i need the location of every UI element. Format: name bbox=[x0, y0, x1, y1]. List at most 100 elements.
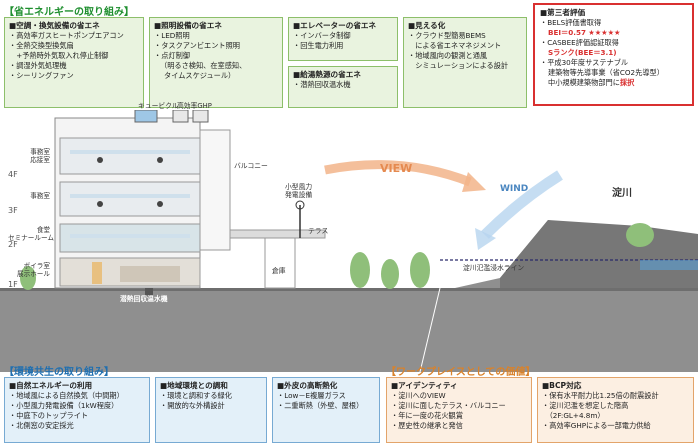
floor-1f-level: 1F bbox=[8, 280, 18, 289]
floor-3f bbox=[59, 181, 201, 217]
bcp-line: ・淀川氾濫を想定した階高 bbox=[542, 401, 629, 410]
identity-line: ・淀川に面したテラス・バルコニー bbox=[391, 401, 506, 410]
elevator-title: ■エレベーターの省エネ bbox=[293, 21, 377, 30]
h30-line: 建築物等先導事業（省CO2先導型） bbox=[548, 68, 664, 77]
bcp-line: （2F:GL+4.8m） bbox=[542, 411, 605, 420]
lighting-line: タイムスケジュール） bbox=[164, 71, 236, 80]
building-section-diagram bbox=[0, 110, 698, 372]
latent-heat-label: 潜熱回収温水機 bbox=[120, 295, 168, 303]
visualization-box: ■見える化 ・クラウド型簡易BEMS による省エネマネジメント ・地域風向の観測… bbox=[403, 17, 527, 108]
lighting-line: （明るさ検知、在室感知、 bbox=[160, 61, 247, 70]
hvac-line: ・調湿外気処理機 bbox=[9, 61, 67, 70]
wind-arrow bbox=[481, 170, 563, 239]
elevator-line: ・回生電力利用 bbox=[293, 41, 344, 50]
s-rank-line: Sランク(BEE＝3.1) bbox=[548, 48, 617, 57]
bcp-line: ・保有水平耐力比1.25倍の耐震設計 bbox=[542, 391, 659, 400]
hvac-title: ■空調・換気設備の省エネ bbox=[9, 21, 100, 30]
star-rating: ★★★★★ bbox=[588, 28, 621, 37]
natural-energy-box: ■自然エネルギーの利用 ・地域風による自然換気（中間期） ・小型風力発電設備（1… bbox=[4, 377, 150, 443]
lighting-box: ■照明設備の省エネ ・LED照明 ・タスクアンビエント照明 ・点灯制御 （明るさ… bbox=[149, 17, 283, 108]
identity-line: ・歴史性の継承と発信 bbox=[391, 421, 463, 430]
h30-line: 中小規模建築物部門に採択 bbox=[540, 78, 687, 88]
environment-section-header: 【環境共生の取り組み】 bbox=[4, 367, 114, 378]
identity-line: ・年に一度の花火観賞 bbox=[391, 411, 463, 420]
bcp-box: ■BCP対応 ・保有水平耐力比1.25倍の耐震設計 ・淀川氾濫を想定した階高 （… bbox=[537, 377, 694, 443]
hvac-line: ・高効率ガスヒートポンプエアコン bbox=[9, 31, 124, 40]
annex bbox=[199, 129, 231, 251]
visualization-line: シミュレーションによる設計 bbox=[408, 61, 509, 70]
ghp-unit bbox=[192, 110, 209, 123]
identity-box: ■アイデンティティ ・淀川へのVIEW ・淀川に面したテラス・バルコニー ・年に… bbox=[386, 377, 532, 443]
natural-energy-line: ・北側窓の安定採光 bbox=[9, 421, 74, 430]
floor-3f-level: 3F bbox=[8, 206, 18, 215]
elevator-box: ■エレベーターの省エネ ・インバータ制御 ・回生電力利用 bbox=[288, 17, 398, 61]
visualization-line: による省エネマネジメント bbox=[408, 41, 502, 50]
view-label: VIEW bbox=[380, 162, 413, 175]
visualization-line: ・クラウド型簡易BEMS bbox=[408, 31, 486, 40]
hvac-line: +予熱時外気取入れ停止制御 bbox=[9, 51, 109, 60]
casbee-line: ・CASBEE評価認証取得 bbox=[540, 38, 619, 47]
bei-line: BEI＝0.57 ★★★★★ bbox=[540, 28, 687, 38]
floor-3f-label: 事務室 bbox=[30, 192, 50, 200]
hvac-line: ・全熱交換型換気扇 bbox=[9, 41, 74, 50]
skin-insulation-box: ■外皮の高断熱化 ・Low－E複層ガラス ・二重断熱（外壁、屋根） bbox=[272, 377, 380, 443]
bei-value: BEI＝0.57 bbox=[548, 28, 586, 37]
floor-4f bbox=[59, 137, 201, 175]
ghp-label: 高効率GHP bbox=[177, 102, 212, 110]
hotwater-line: ・潜熱回収温水機 bbox=[293, 80, 351, 89]
h30-line: ・平成30年度サステナブル bbox=[540, 58, 629, 67]
h30-category: 中小規模建築物部門に bbox=[548, 78, 620, 87]
floor-2f-label: 食堂 セミナールーム bbox=[8, 226, 54, 242]
regional-harmony-line: ・環境と調和する緑化 bbox=[160, 391, 232, 400]
elevator-line: ・インバータ制御 bbox=[293, 31, 351, 40]
floor-1f-label: ボイラ室 展示ホール bbox=[17, 262, 50, 278]
hotwater-title: ■給湯熱源の省エネ bbox=[293, 70, 361, 79]
floor-4f-label: 事務室 応接室 bbox=[30, 148, 50, 164]
balcony-label: バルコニー bbox=[234, 162, 268, 170]
view-arrow bbox=[324, 160, 472, 187]
hvac-line: ・シーリングファン bbox=[9, 71, 74, 80]
flood-line-label: 淀川氾濫浸水ライン bbox=[463, 264, 525, 272]
wind-turbine-label: 小型風力 発電設備 bbox=[285, 183, 313, 199]
wind-turbine-rotor bbox=[295, 200, 305, 210]
warehouse bbox=[264, 237, 296, 289]
cubicle-label: キュービクル bbox=[138, 102, 179, 110]
regional-harmony-title: ■地域環境との調和 bbox=[160, 381, 228, 390]
warehouse-label: 倉庫 bbox=[272, 267, 286, 275]
natural-energy-line: ・小型風力発電設備（1kW程度） bbox=[9, 401, 119, 410]
identity-title: ■アイデンティティ bbox=[391, 381, 458, 390]
river-surface bbox=[640, 260, 698, 270]
adopted-label: 採択 bbox=[619, 78, 635, 87]
skin-insulation-line: ・二重断熱（外壁、屋根） bbox=[277, 401, 364, 410]
regional-harmony-line: ・開放的な外構設計 bbox=[160, 401, 225, 410]
floor-2f-level: 2F bbox=[8, 240, 18, 249]
ghp-unit bbox=[172, 110, 189, 123]
identity-line: ・淀川へのVIEW bbox=[391, 391, 446, 400]
floor-4f-level: 4F bbox=[8, 170, 18, 179]
lighting-title: ■照明設備の省エネ bbox=[154, 21, 222, 30]
natural-energy-line: ・地域風による自然換気（中間期） bbox=[9, 391, 124, 400]
hvac-box: ■空調・換気設備の省エネ ・高効率ガスヒートポンプエアコン ・全熱交換型換気扇 … bbox=[4, 17, 144, 108]
cubicle-unit bbox=[134, 110, 158, 123]
hotwater-box: ■給湯熱源の省エネ ・潜熱回収温水機 bbox=[288, 66, 398, 108]
skin-insulation-line: ・Low－E複層ガラス bbox=[277, 391, 346, 400]
bcp-title: ■BCP対応 bbox=[542, 381, 582, 390]
energy-section-header: 【省エネルギーの取り組み】 bbox=[4, 7, 134, 18]
lighting-line: ・点灯制御 bbox=[154, 51, 190, 60]
terrace-label: テラス bbox=[308, 227, 329, 235]
visualization-title: ■見える化 bbox=[408, 21, 446, 30]
skin-insulation-title: ■外皮の高断熱化 bbox=[277, 381, 338, 390]
boiler-room bbox=[92, 262, 102, 284]
visualization-line: ・地域風向の観測と通風 bbox=[408, 51, 488, 60]
trees bbox=[20, 223, 654, 290]
wind-label: WIND bbox=[500, 184, 529, 194]
lighting-line: ・タスクアンビエント照明 bbox=[154, 41, 240, 50]
regional-harmony-box: ■地域環境との調和 ・環境と調和する緑化 ・開放的な外構設計 bbox=[155, 377, 267, 443]
bcp-line: ・高効率GHPによる一部電力供給 bbox=[542, 421, 651, 430]
third-party-evaluation-box: ■第三者評価 ・BELS評価書取得 BEI＝0.57 ★★★★★ ・CASBEE… bbox=[533, 3, 694, 106]
natural-energy-title: ■自然エネルギーの利用 bbox=[9, 381, 93, 390]
workplace-section-header: 【ワークプレイスとしての価値】 bbox=[386, 367, 536, 378]
river-label: 淀川 bbox=[612, 188, 632, 199]
natural-energy-line: ・中庭下のトップライト bbox=[9, 411, 89, 420]
bels-line: ・BELS評価書取得 bbox=[540, 18, 602, 27]
